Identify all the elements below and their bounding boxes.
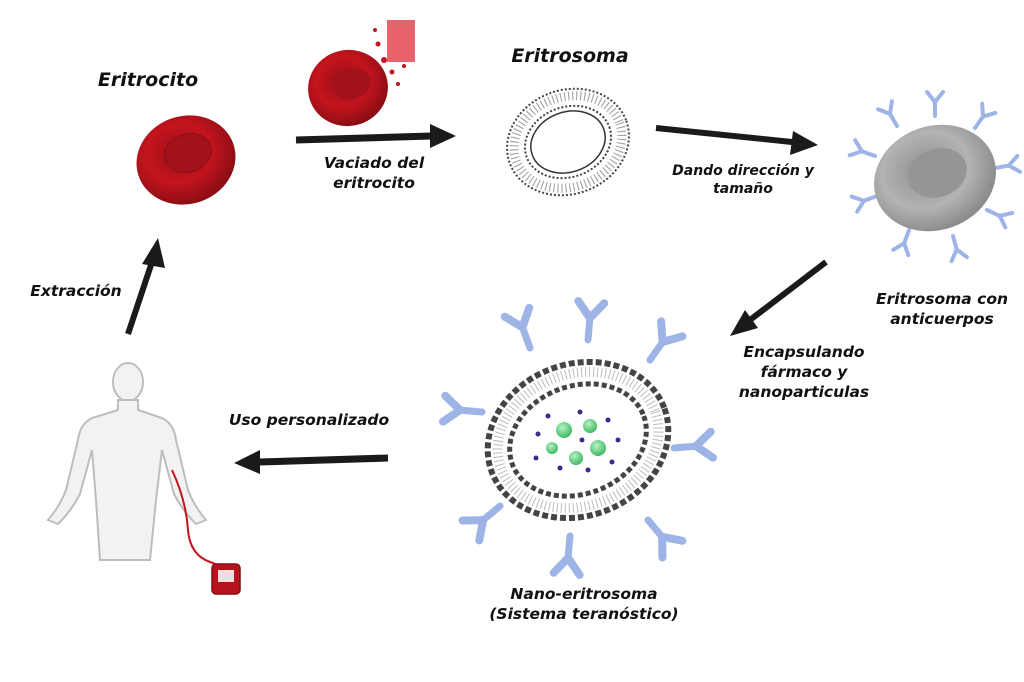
label-eritrosoma-anticuerpos: Eritrosoma con anticuerpos bbox=[876, 290, 1008, 329]
red-blood-cell-icon bbox=[136, 115, 236, 205]
arrow-direccion bbox=[655, 125, 818, 155]
antibody-cell-icon bbox=[847, 90, 1023, 264]
emptying-cell-icon bbox=[308, 20, 415, 127]
label-encapsulando: Encapsulando fármaco y nanoparticulas bbox=[738, 343, 870, 402]
label-dando-direccion: Dando dirección y tamaño bbox=[672, 163, 814, 198]
label-eritrocito: Eritrocito bbox=[97, 69, 199, 91]
liposome-icon bbox=[506, 87, 630, 197]
label-uso-personalizado: Uso personalizado bbox=[228, 411, 390, 429]
blood-bag-icon bbox=[211, 563, 241, 595]
arrow-vaciado bbox=[295, 124, 456, 148]
nano-erythrosome-icon bbox=[443, 301, 713, 575]
label-nano-eritrosoma: Nano-eritrosoma (Sistema teranóstico) bbox=[489, 585, 679, 624]
arrow-uso bbox=[234, 450, 389, 474]
arrow-encapsulando bbox=[730, 259, 828, 336]
human-figure-icon bbox=[46, 362, 208, 561]
label-eritrosoma: Eritrosoma bbox=[511, 45, 629, 67]
label-extraccion: Extracción bbox=[30, 282, 122, 300]
label-vaciado: Vaciado del eritrocito bbox=[323, 154, 425, 193]
arrow-extraccion bbox=[125, 238, 165, 335]
